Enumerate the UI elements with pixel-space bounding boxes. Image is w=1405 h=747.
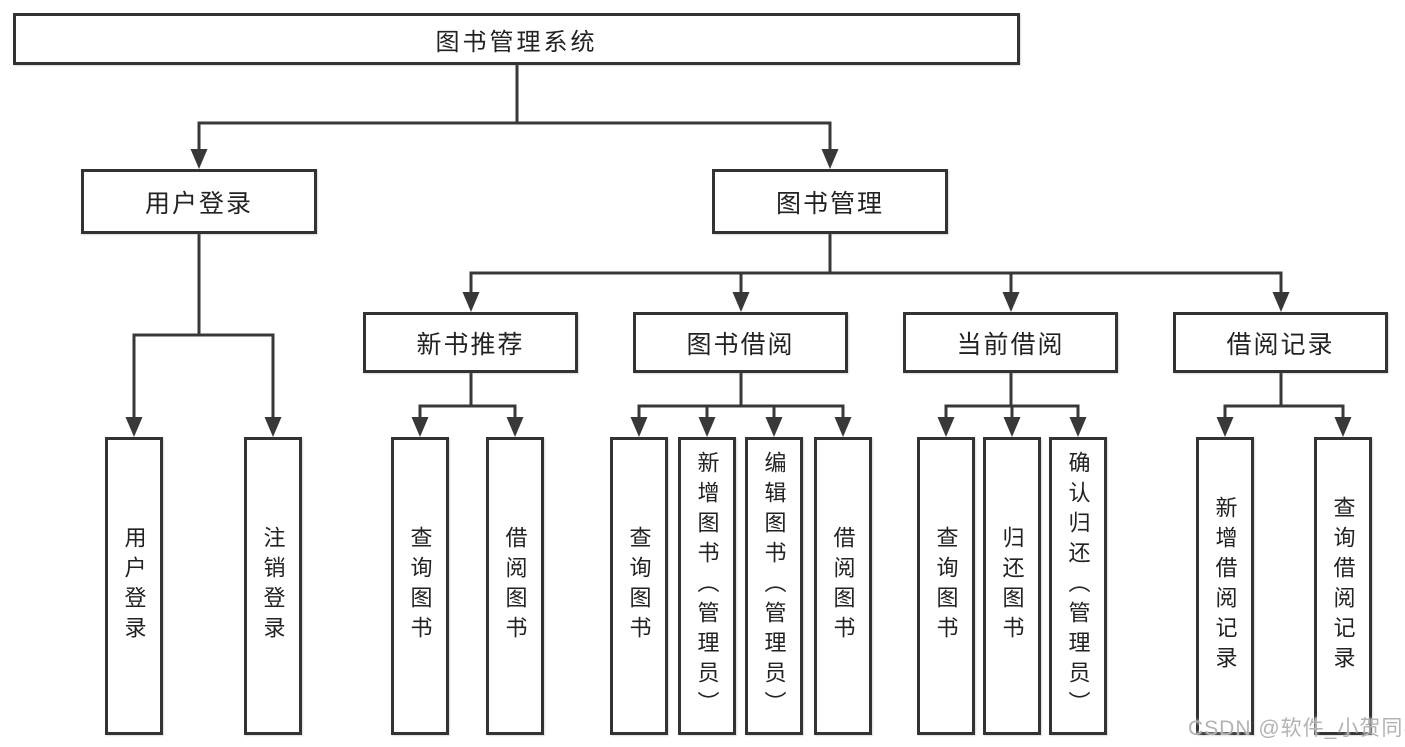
leaf-label: 查询借阅记录: [1330, 496, 1356, 676]
leaf-edit-book-admin: 编辑图书（管理员）: [745, 437, 803, 735]
leaf-label: 借阅图书: [830, 526, 856, 646]
leaf-user-login: 用户登录: [105, 437, 163, 735]
leaf-query-books-recommend: 查询图书: [391, 437, 449, 735]
leaf-borrow-books-recommend: 借阅图书: [486, 437, 544, 735]
leaf-add-book-admin: 新增图书（管理员）: [678, 437, 736, 735]
leaf-logout: 注销登录: [244, 437, 302, 735]
leaf-label: 用户登录: [121, 526, 147, 646]
node-user-login: 用户登录: [81, 169, 317, 234]
node-label: 借阅记录: [1226, 330, 1335, 359]
leaf-label: 查询图书: [407, 526, 433, 646]
leaf-label: 确认归还（管理员）: [1065, 451, 1091, 721]
leaf-query-books-current: 查询图书: [917, 437, 975, 735]
node-library-management-system: 图书管理系统: [13, 13, 1020, 65]
leaf-label: 新增图书（管理员）: [694, 451, 720, 721]
node-label: 当前借阅: [956, 330, 1065, 359]
node-label: 新书推荐: [416, 330, 525, 359]
leaf-confirm-return-admin: 确认归还（管理员）: [1049, 437, 1107, 735]
node-label: 图书借阅: [686, 330, 795, 359]
leaf-query-borrow-record: 查询借阅记录: [1314, 437, 1372, 735]
node-current-borrowing: 当前借阅: [903, 312, 1118, 373]
node-borrowing-records: 借阅记录: [1173, 312, 1388, 373]
leaf-add-borrow-record: 新增借阅记录: [1196, 437, 1254, 735]
node-label: 图书管理系统: [435, 28, 598, 56]
node-book-management: 图书管理: [712, 169, 948, 234]
node-label: 图书管理: [775, 189, 884, 218]
node-label: 用户登录: [144, 189, 253, 218]
leaf-query-books-borrow: 查询图书: [610, 437, 668, 735]
leaf-label: 借阅图书: [502, 526, 528, 646]
leaf-label: 查询图书: [626, 526, 652, 646]
node-new-book-recommendation: 新书推荐: [363, 312, 578, 373]
watermark: CSDN @软件_小贺同学: [1188, 717, 1405, 740]
leaf-label: 注销登录: [260, 526, 286, 646]
leaf-label: 编辑图书（管理员）: [761, 451, 787, 721]
leaf-label: 归还图书: [999, 526, 1025, 646]
leaf-label: 查询图书: [933, 526, 959, 646]
node-book-borrowing: 图书借阅: [633, 312, 848, 373]
leaf-label: 新增借阅记录: [1212, 496, 1238, 676]
leaf-borrow-books: 借阅图书: [814, 437, 872, 735]
leaf-return-book: 归还图书: [983, 437, 1041, 735]
